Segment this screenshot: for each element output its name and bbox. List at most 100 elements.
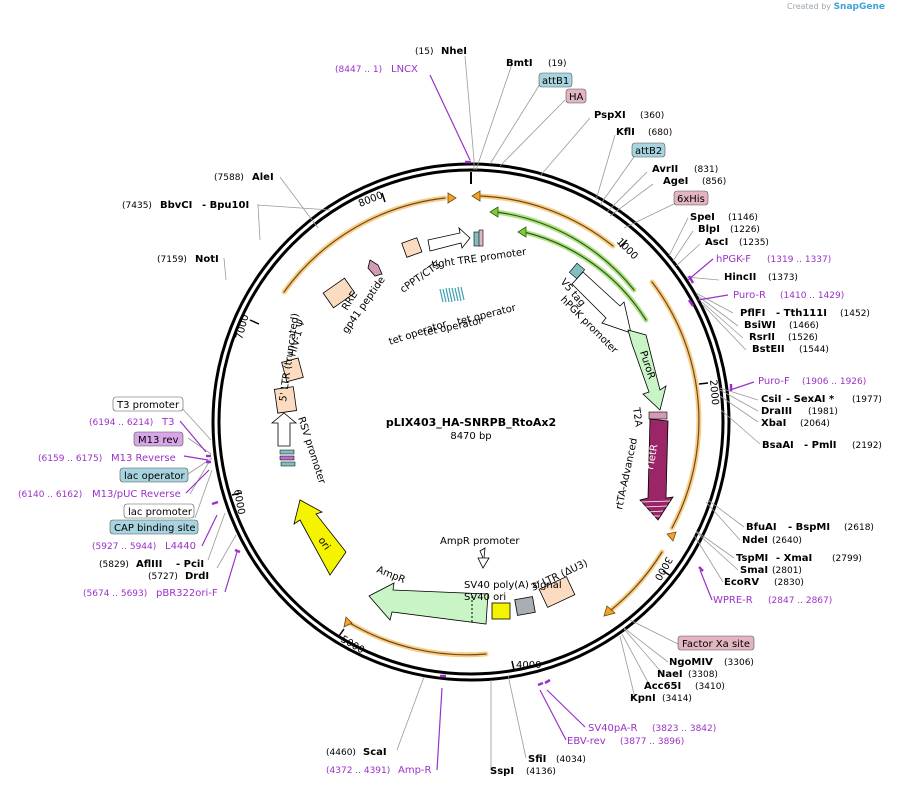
enzyme-naei: NaeI	[657, 669, 683, 680]
orf-arc-3-line	[651, 281, 700, 529]
enzyme-rsrii: RsrII	[749, 332, 775, 343]
enzyme-bsaai-pos: (2192)	[852, 441, 882, 451]
credit-prefix: Created by	[787, 2, 832, 11]
label-cppt: cPPT/CTS	[398, 260, 442, 296]
gp41-mark	[367, 259, 383, 277]
enzyme-pspxi-pos: (360)	[640, 111, 664, 121]
enzyme-agei-pos: (856)	[702, 177, 726, 187]
enzyme-nhei: NheI	[441, 46, 467, 57]
label-sv40-polya: SV40 poly(A) signal	[464, 580, 562, 591]
enzyme-kfli-pos: (680)	[648, 128, 672, 138]
enzyme-draiii-pos: (1981)	[808, 407, 838, 417]
enzyme-acc65i: Acc65I	[644, 681, 681, 692]
tet-operator-block	[439, 286, 465, 303]
primer-m13rev-pos: (6159 .. 6175)	[38, 454, 102, 464]
primer-puro-f-pos: (1906 .. 1926)	[802, 377, 866, 387]
snapgene-brand: SnapGene	[833, 2, 885, 12]
primer-ebv-rev: EBV-rev	[567, 736, 606, 747]
rtta-hatch	[640, 500, 671, 517]
enzyme-drdi: DrdI	[185, 571, 209, 582]
primer-t3-pos: (6194 .. 6214)	[89, 418, 153, 428]
enzyme-asci: AscI	[705, 237, 728, 248]
svg-text:lac promoter: lac promoter	[128, 507, 193, 518]
orf-green-2-line	[523, 231, 647, 321]
primer-t3: T3	[161, 417, 174, 428]
enzyme-labels: (15) NheI BmtI (19) PspXI (360) KflI (68…	[99, 46, 882, 777]
primer-wpre-r: WPRE-R	[713, 595, 753, 606]
enzyme-bspmi: - BspMI	[788, 522, 830, 533]
enzyme-tth111i: - Tth111I	[776, 308, 827, 319]
svg-text:M13 rev: M13 rev	[138, 435, 179, 446]
label-t2a: T2A	[630, 406, 644, 428]
enzyme-pspxi: PspXI	[594, 110, 626, 121]
orf-arc-4	[608, 549, 665, 613]
sv40-ori-box	[491, 602, 511, 620]
label-tight-tre: tight TRE promoter	[431, 247, 528, 271]
primer-wpre-r-pos: (2847 .. 2867)	[768, 596, 832, 606]
enzyme-xbai-pos: (2064)	[800, 419, 830, 429]
orf-arc-4-line	[610, 551, 663, 611]
enzyme-sspi-pos: (4136)	[526, 767, 556, 777]
enzyme-hincii: HincII	[724, 272, 756, 283]
enzyme-bsiwi-pos: (1466)	[789, 321, 819, 331]
enzyme-xbai: XbaI	[761, 418, 786, 429]
ampr-promoter-arrow	[477, 547, 490, 569]
primer-sv40pa-r: SV40pA-R	[588, 723, 637, 734]
enzyme-afliii-pos: (5829)	[99, 560, 129, 570]
tick-7000: 7000	[234, 313, 251, 340]
tag-m13-rev: M13 rev	[133, 431, 184, 447]
enzyme-xmai: - XmaI	[776, 553, 812, 564]
label-ampr-promoter: AmpR promoter	[440, 536, 520, 547]
enzyme-ndei-pos: (2640)	[772, 536, 802, 546]
label-rsv: RSV promoter	[295, 416, 327, 487]
enzyme-alei: AleI	[252, 172, 274, 183]
enzyme-bsiwi: BsiWI	[744, 320, 776, 331]
enzyme-nhei-pos: (15)	[415, 47, 433, 57]
enzyme-drdi-pos: (5727)	[148, 572, 178, 582]
enzyme-spei-pos: (1146)	[728, 213, 758, 223]
primer-l4440-pos: (5927 .. 5944)	[92, 542, 156, 552]
enzyme-kfli: KflI	[616, 127, 635, 138]
enzyme-kpni: KpnI	[630, 693, 656, 704]
orf-arcs	[281, 193, 702, 658]
primer-lncx-pos: (8447 .. 1)	[335, 65, 382, 75]
label-ampr: AmpR	[375, 565, 407, 586]
lac-operator-mark	[279, 449, 295, 455]
t2a-mark	[648, 411, 668, 420]
ori-arrow	[293, 499, 347, 576]
primer-sv40pa-r-pos: (3823 .. 3842)	[652, 724, 716, 734]
primer-m13-reverse: M13 Reverse	[111, 453, 176, 464]
enzyme-blpi: BlpI	[698, 224, 720, 235]
enzyme-pflfi-pos: (1452)	[840, 309, 870, 319]
svg-text:attB2: attB2	[635, 146, 662, 157]
enzyme-alei-pos: (7588)	[214, 173, 244, 183]
orf-green-1-line	[495, 211, 635, 291]
tick-6000: 6000	[231, 489, 246, 516]
primer-pbr322ori-f: pBR322ori-F	[156, 588, 218, 599]
enzyme-bbvci: BbvCI	[160, 200, 192, 211]
enzyme-bsteii: BstEII	[752, 344, 785, 355]
backbone-inner	[217, 168, 725, 676]
boxed-tags: attB1 HA attB2 6xHis Factor Xa site T3 p…	[109, 72, 755, 651]
svg-text:T3 promoter: T3 promoter	[116, 400, 180, 411]
backbone-outer	[211, 162, 731, 682]
enzyme-sexai: - SexAI *	[786, 394, 835, 405]
enzyme-tspmi-pos: (2799)	[832, 554, 862, 564]
tag-t3-promoter: T3 promoter	[112, 396, 184, 412]
tick-5000: 5000	[339, 634, 367, 656]
enzyme-pcii: - PciI	[176, 559, 204, 570]
primer-puro-r: Puro-R	[733, 290, 766, 301]
enzyme-afliii: AflIII	[136, 559, 162, 570]
enzyme-smai-pos: (2801)	[772, 566, 802, 576]
orf-arrowheads	[343, 190, 677, 628]
enzyme-bfuai: BfuAI	[746, 522, 777, 533]
label-sv40-ori: SV40 ori	[464, 592, 506, 603]
enzyme-acc65i-pos: (3410)	[695, 682, 725, 692]
svg-text:attB1: attB1	[542, 76, 569, 87]
label-tet-operator-3: tet operator	[422, 315, 484, 338]
primer-amp-r: Amp-R	[398, 765, 432, 776]
enzyme-asci-pos: (1235)	[739, 238, 769, 248]
cppt-box	[401, 237, 423, 258]
enzyme-ecorv: EcoRV	[724, 577, 759, 588]
